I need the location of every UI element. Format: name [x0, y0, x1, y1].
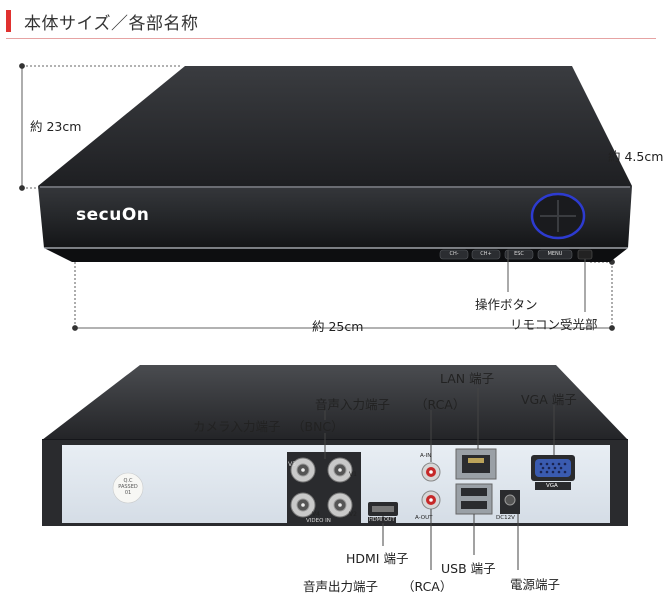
callout-operation-buttons: 操作ボタン [475, 297, 538, 312]
callout-power: 電源端子 [510, 577, 561, 592]
section-header: 本体サイズ／各部名称 [6, 8, 656, 39]
callout-audio-in: 音声入力端子 [315, 397, 391, 412]
port-label-video-in: VIDEO IN [306, 518, 331, 524]
dimension-height: 約 4.5cm [608, 149, 664, 164]
qc-sticker-icon [112, 472, 144, 504]
header-accent-bar [6, 10, 11, 32]
port-label-hdmi: HDMI OUT [368, 517, 396, 523]
callout-vga: VGA 端子 [521, 392, 577, 407]
button-ch-minus: CH- [449, 251, 459, 257]
callout-audio-out: 音声出力端子 [303, 579, 379, 594]
dimension-depth: 約 23cm [30, 119, 82, 134]
port-label-v1: V1 [349, 471, 357, 478]
bnc-connectors [287, 452, 361, 524]
callout-usb: USB 端子 [441, 561, 496, 576]
callout-audio-out-type: （RCA） [402, 579, 453, 594]
callout-audio-in-type: （RCA） [415, 397, 466, 412]
port-label-v4: V4 [312, 511, 320, 518]
page-title: 本体サイズ／各部名称 [24, 14, 199, 34]
button-ch-plus: CH+ [480, 251, 492, 257]
brand-logo: secuOn [76, 205, 150, 225]
port-label-v2: V2 [349, 511, 357, 518]
port-label-v3: V3 [288, 461, 296, 468]
button-esc: ESC [514, 251, 524, 257]
qc-line-2: PASSED [118, 484, 138, 490]
front-top-surface [38, 66, 632, 186]
ir-receiver-icon [577, 249, 593, 260]
port-label-audio-in: A-IN [420, 453, 432, 459]
front-face [38, 186, 632, 248]
qc-sticker-text: Q.C PASSED 01 [113, 478, 143, 496]
callout-camera-in-type: （BNC） [292, 419, 344, 434]
header-rule [6, 38, 656, 39]
port-label-dc: DC12V [496, 515, 515, 521]
back-top-surface [42, 365, 628, 440]
front-buttons [439, 249, 573, 260]
callout-lan: LAN 端子 [440, 371, 495, 386]
port-label-vga: VGA [546, 483, 558, 489]
qc-line-1: Q.C [123, 478, 133, 484]
button-menu: MENU [547, 251, 563, 257]
dimension-width: 約 25cm [312, 319, 364, 334]
port-label-audio-out: A-OUT [415, 515, 433, 521]
callout-remote-receiver: リモコン受光部 [510, 317, 598, 332]
callout-hdmi: HDMI 端子 [346, 551, 409, 566]
qc-line-3: 01 [124, 490, 132, 496]
callout-camera-in: カメラ入力端子 [193, 419, 281, 434]
